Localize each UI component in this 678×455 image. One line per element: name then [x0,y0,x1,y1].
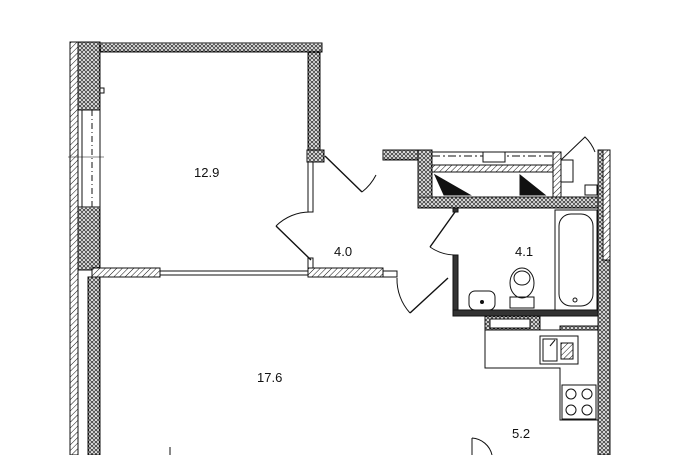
ducts [484,315,599,331]
shaft [431,136,598,198]
room-area-bathroom: 4.1 [515,244,534,259]
room-area-kitchen: 5.2 [512,426,531,441]
door-hall[interactable] [324,155,377,193]
room-area-bedroom: 12.9 [194,165,220,180]
wall-partition [91,267,398,278]
room-area-living-room: 17.6 [257,370,283,385]
door-bathroom[interactable] [429,211,456,256]
washbasin [468,290,496,311]
kitchen-counter [484,330,598,421]
door-bedroom[interactable] [275,211,312,261]
exterior-wall-left [69,41,105,455]
door-entrance[interactable] [471,437,493,455]
wall-bedroom-right [307,51,321,151]
toilet [509,267,535,309]
stove [561,384,597,420]
door-living-room[interactable] [396,277,449,314]
bathroom-walls [382,149,611,455]
room-area-hallway: 4.0 [334,244,353,259]
window [68,109,104,208]
wall-top [99,42,323,53]
kitchen-sink [539,335,579,365]
bathtub [554,209,598,311]
